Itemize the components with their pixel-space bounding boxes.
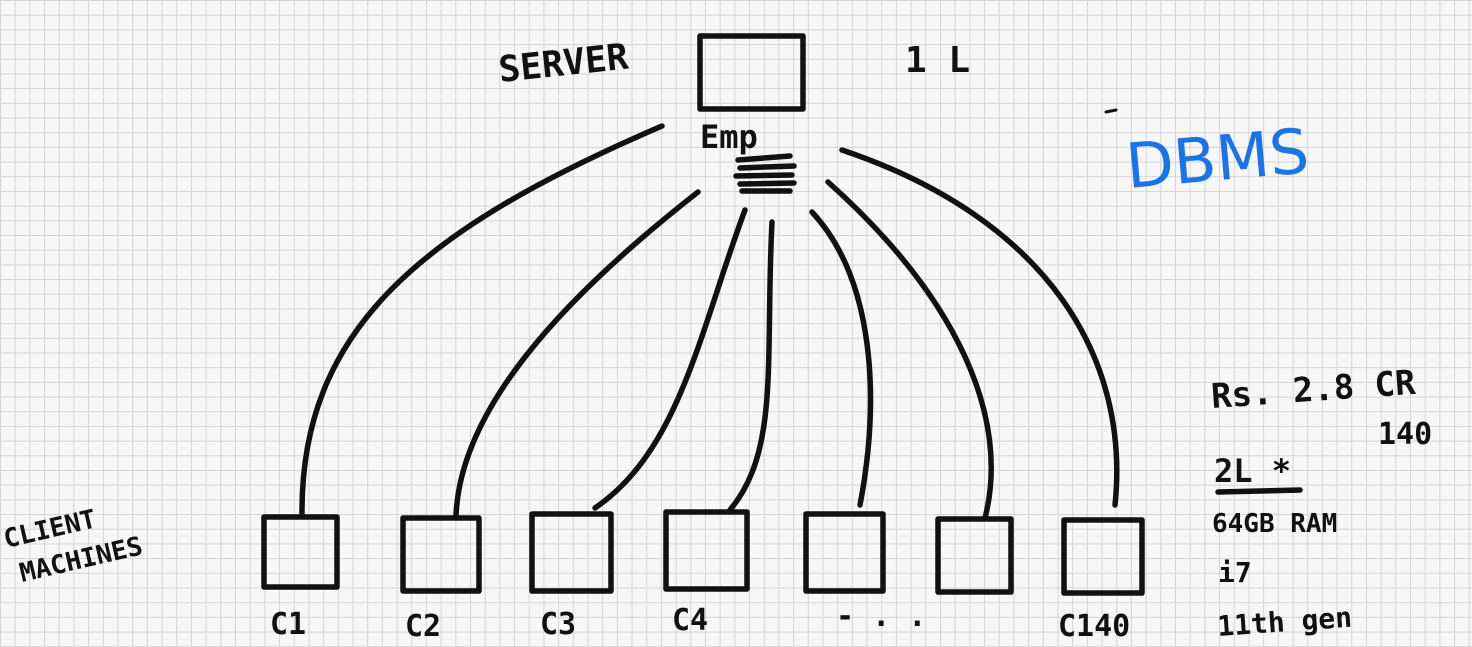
note-price: 2L *: [1214, 452, 1291, 490]
client-box-c2: [400, 515, 482, 594]
dbms-label: DBMS: [1123, 114, 1312, 203]
server-box: [697, 33, 806, 112]
connection-line-c5: [809, 209, 874, 508]
database-stack-icon: [733, 153, 797, 194]
client-box-c6: [935, 516, 1014, 595]
client-label-c4: C4: [672, 603, 708, 638]
client-label-c1: C1: [270, 607, 306, 642]
db-label: Emp: [700, 118, 758, 156]
client-label-c2: C2: [405, 609, 441, 644]
dbms-tick-mark: [1104, 108, 1118, 114]
client-box-c5: [803, 511, 886, 594]
note-gen: 11th gen: [1216, 601, 1353, 643]
connection-line-c2: [453, 189, 701, 519]
client-box-c1: [261, 514, 340, 590]
client-labels: C1 C2 C3 C4 - . . C140: [270, 599, 1130, 644]
note-cpu: i7: [1218, 556, 1252, 589]
connection-line-c4: [727, 219, 775, 513]
client-box-c4: [663, 509, 750, 592]
server-count: 1 L: [905, 40, 970, 81]
connection-lines: [299, 123, 1120, 521]
connection-line-c3: [592, 207, 748, 511]
server-label: SERVER: [497, 37, 631, 91]
connection-line-c140: [839, 147, 1120, 508]
client-box-c140: [1061, 517, 1145, 596]
connection-line-c1: [299, 123, 665, 519]
client-label-c140: C140: [1058, 609, 1130, 644]
client-box-c3: [529, 511, 614, 594]
client-label-ellipsis: - . .: [836, 599, 926, 634]
note-qty: 140: [1378, 417, 1432, 452]
note-price-underline: [1215, 487, 1303, 495]
connection-line-c6: [825, 179, 994, 521]
note-ram: 64GB RAM: [1212, 509, 1337, 539]
client-boxes: [261, 509, 1145, 596]
note-cost: Rs. 2.8 CR: [1210, 363, 1418, 417]
cost-notes: Rs. 2.8 CR 140 2L * 64GB RAM i7 11th gen: [1210, 363, 1432, 643]
client-label-c3: C3: [540, 607, 576, 642]
